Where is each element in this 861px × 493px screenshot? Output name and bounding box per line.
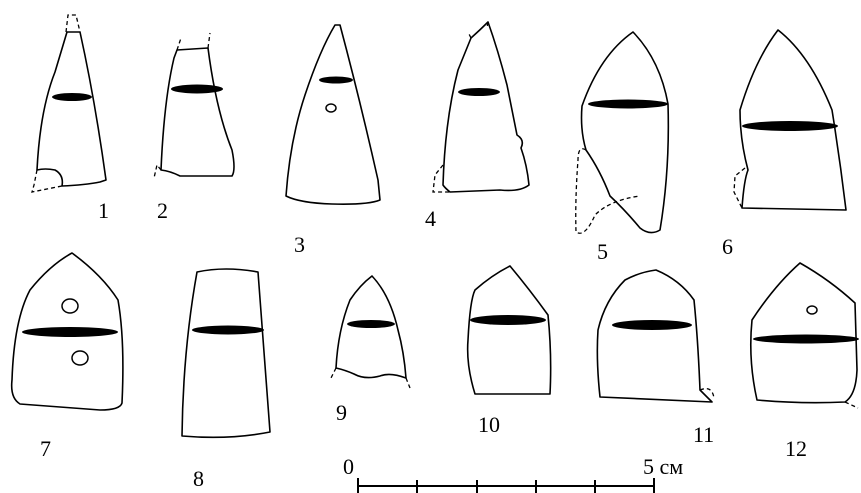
artifact-6-cross-section	[742, 121, 838, 131]
artifact-2	[153, 32, 235, 179]
artifact-5-cross-section	[588, 99, 668, 109]
scale-start-label: 0	[343, 454, 354, 479]
artifact-2-missing-top	[176, 32, 211, 51]
artifact-5-missing-base	[575, 148, 641, 234]
artifact-8-outline	[181, 268, 271, 439]
artifact-6	[733, 29, 847, 211]
artifact-7	[10, 252, 124, 411]
figure-label-6: 6	[722, 234, 733, 259]
artifact-2-missing-corner	[153, 163, 162, 179]
artifact-3-outline	[285, 24, 381, 205]
figure-label-12: 12	[785, 436, 807, 461]
artifact-4	[432, 21, 530, 193]
artifact-1-cross-section	[52, 93, 92, 101]
artifact-2-cross-section	[171, 84, 223, 94]
artifact-3-cross-section	[319, 76, 353, 84]
figure-label-1: 1	[98, 198, 109, 223]
artifact-3	[285, 24, 381, 205]
figure-label-2: 2	[157, 198, 168, 223]
artifact-7-cross-section	[22, 327, 118, 337]
artifact-12-missing-corner	[844, 401, 859, 409]
artifact-9-cross-section	[347, 320, 395, 328]
artifact-11-outline	[596, 269, 713, 403]
artifact-1-missing-corner	[31, 169, 63, 193]
artifact-10-cross-section	[470, 315, 546, 325]
artifact-1-outline	[36, 31, 107, 187]
figure-label-3: 3	[294, 232, 305, 257]
artifact-12-hole	[806, 305, 818, 315]
figure-label-4: 4	[425, 206, 436, 231]
artifact-6-outline	[739, 29, 847, 211]
artifact-9-missing-base	[329, 367, 411, 389]
artifact-11-missing-corner	[699, 387, 715, 399]
figure-label-9: 9	[336, 400, 347, 425]
artifact-8-cross-section	[192, 325, 264, 335]
artifact-1	[31, 14, 107, 193]
artifact-12	[749, 262, 859, 409]
artifact-4-outline	[442, 21, 530, 193]
figure-label-11: 11	[693, 422, 714, 447]
artifact-4-missing-corner	[432, 164, 450, 193]
artifact-4-missing-top	[467, 21, 489, 39]
artifact-12-cross-section	[753, 334, 859, 344]
artifact-7-hole-upper	[61, 298, 79, 314]
artifact-3-hole	[325, 103, 337, 113]
artifact-10	[466, 265, 552, 395]
artifact-10-outline	[466, 265, 552, 395]
artifact-5-outline	[580, 31, 670, 234]
artifact-5	[575, 31, 670, 234]
artifact-2-outline	[160, 47, 235, 177]
artifact-8	[181, 268, 271, 439]
artifact-1-missing-tip	[65, 14, 81, 33]
artifact-12-outline	[749, 262, 858, 404]
artifact-11-cross-section	[612, 320, 692, 330]
figure-label-5: 5	[597, 239, 608, 264]
artifact-4-cross-section	[458, 88, 500, 96]
figure-label-7: 7	[40, 436, 51, 461]
artifact-7-hole-lower	[71, 350, 89, 366]
artifact-6-missing-corner	[733, 167, 746, 209]
artifact-9	[329, 275, 411, 389]
scale-bar: 0 5 см	[343, 454, 683, 493]
scale-end-label: 5 см	[643, 454, 683, 479]
artifact-11	[596, 269, 715, 403]
figure-label-10: 10	[478, 412, 500, 437]
figure-label-8: 8	[193, 466, 204, 491]
